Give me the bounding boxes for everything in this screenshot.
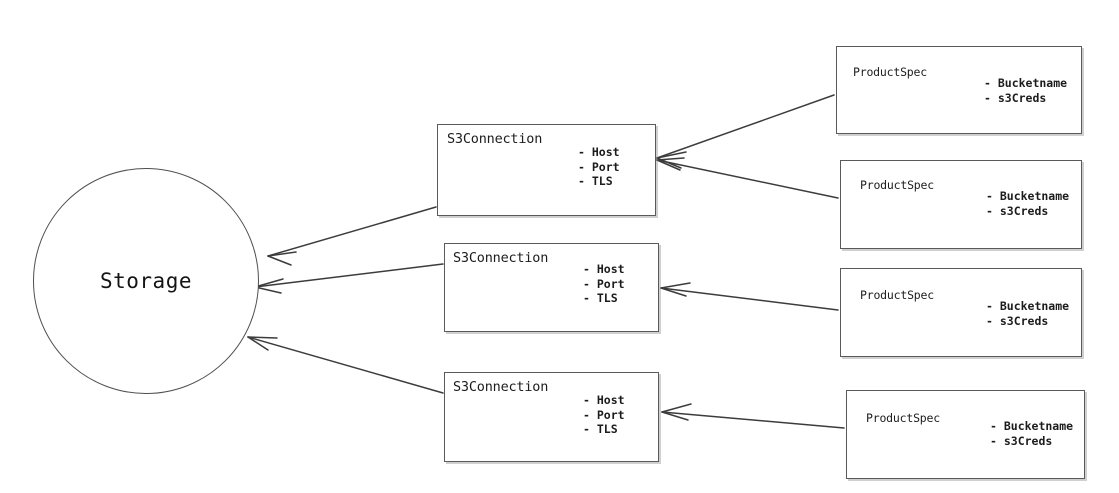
s3connection-attributes-2: - Host - Port - TLS [583, 262, 625, 306]
attribute-s3creds: - s3Creds [990, 433, 1053, 448]
attribute-host: - Host [578, 145, 620, 159]
storage-node[interactable]: Storage [33, 168, 259, 394]
edge-pspec4-to-s3conn3 [661, 403, 845, 429]
productspec-attributes-1: - Bucketname - s3Creds [984, 76, 1067, 105]
edge-pspec2-to-s3conn1 [656, 157, 839, 199]
edge-pspec3-to-s3conn2 [660, 282, 839, 311]
attribute-host: - Host [583, 393, 625, 407]
productspec-title-2: ProductSpec [860, 178, 934, 192]
productspec-node-2[interactable] [840, 160, 1082, 249]
s3connection-title-3: S3Connection [453, 379, 549, 395]
productspec-attributes-3: - Bucketname - s3Creds [986, 299, 1069, 328]
storage-label: Storage [99, 269, 192, 293]
s3connection-title-2: S3Connection [453, 250, 549, 266]
attribute-tls: - TLS [583, 291, 618, 305]
productspec-title-4: ProductSpec [866, 411, 940, 425]
attribute-s3creds: - s3Creds [986, 313, 1049, 328]
attribute-tls: - TLS [578, 174, 613, 188]
attribute-host: - Host [583, 262, 625, 276]
s3connection-node-1[interactable] [437, 124, 656, 216]
productspec-node-4[interactable] [846, 390, 1085, 479]
attribute-bucketname: - Bucketname [990, 419, 1074, 433]
attribute-port: - Port [583, 276, 625, 291]
productspec-attributes-4: - Bucketname - s3Creds [990, 419, 1073, 448]
attribute-port: - Port [578, 159, 620, 174]
productspec-node-3[interactable] [840, 268, 1082, 357]
attribute-bucketname: - Bucketname [984, 76, 1068, 90]
productspec-attributes-2: - Bucketname - s3Creds [986, 189, 1069, 218]
s3connection-title-1: S3Connection [447, 131, 543, 147]
s3connection-attributes-3: - Host - Port - TLS [583, 393, 625, 437]
productspec-node-1[interactable] [836, 46, 1082, 134]
s3connection-node-2[interactable] [444, 243, 659, 332]
s3connection-node-3[interactable] [444, 372, 659, 462]
edge-s3conn2-to-storage [254, 263, 444, 294]
attribute-tls: - TLS [583, 422, 618, 436]
productspec-title-1: ProductSpec [853, 65, 927, 79]
attribute-s3creds: - s3Creds [986, 203, 1049, 218]
attribute-bucketname: - Bucketname [986, 299, 1070, 313]
attribute-s3creds: - s3Creds [984, 90, 1047, 105]
edge-s3conn1-to-storage [267, 206, 437, 266]
attribute-port: - Port [583, 407, 625, 422]
productspec-title-3: ProductSpec [860, 288, 934, 302]
edge-pspec1-to-s3conn1 [656, 94, 835, 169]
attribute-bucketname: - Bucketname [986, 189, 1070, 203]
s3connection-attributes-1: - Host - Port - TLS [578, 145, 620, 189]
edge-s3conn3-to-storage [247, 336, 444, 394]
